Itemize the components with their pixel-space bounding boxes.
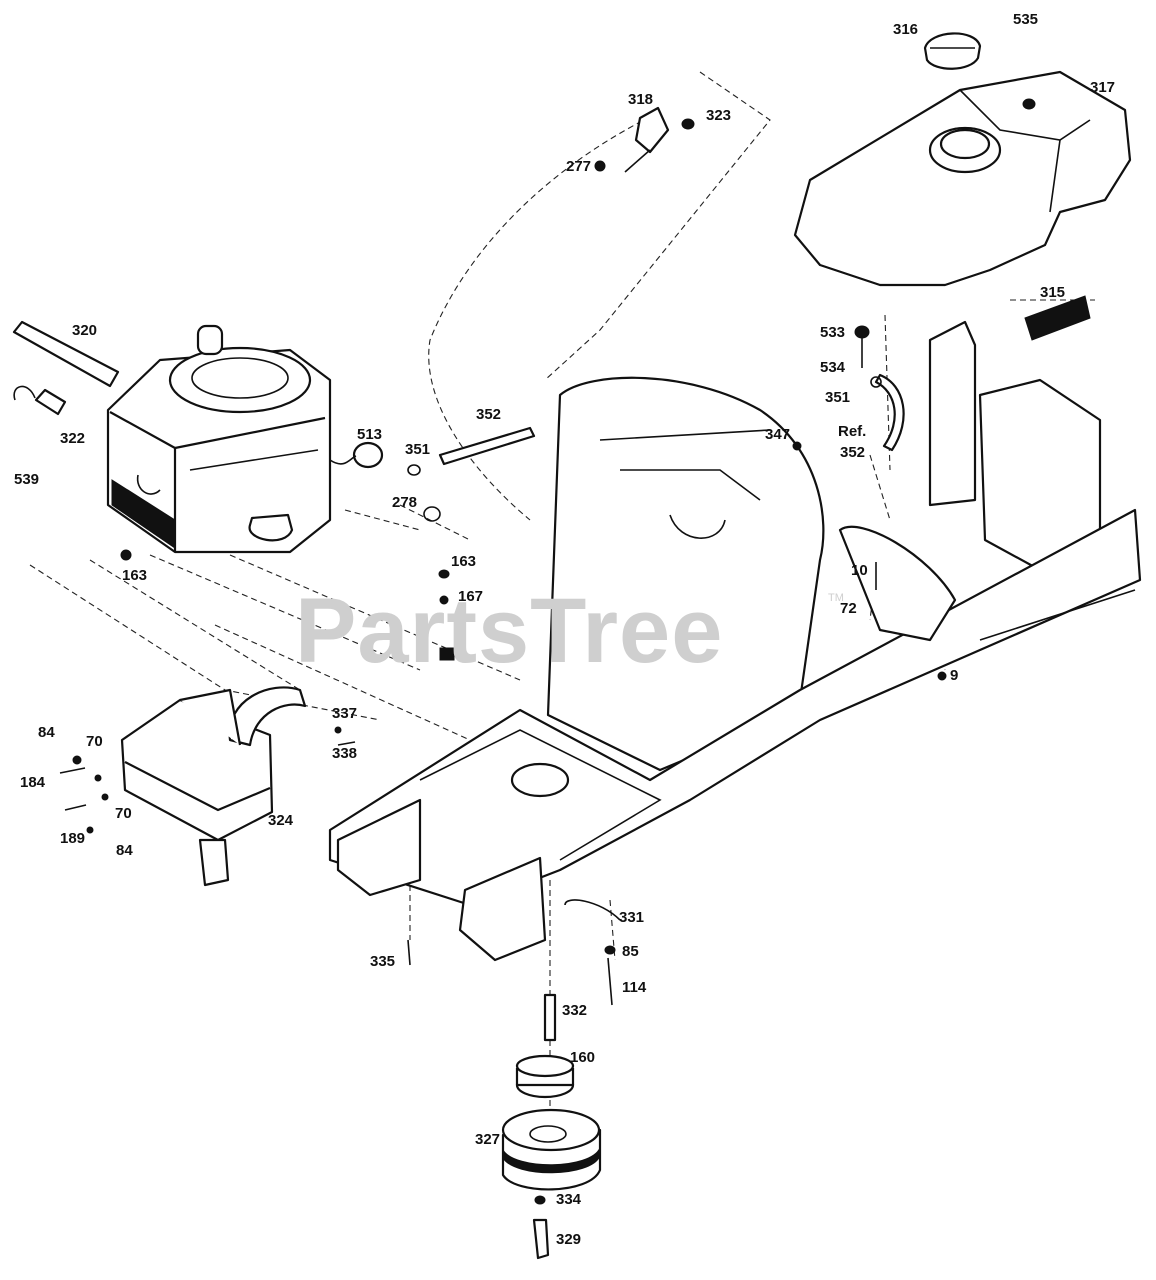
fuel-line-drawing bbox=[407, 373, 905, 522]
engine-drawing bbox=[106, 324, 332, 554]
tank-bracket-drawing bbox=[854, 295, 1102, 572]
callout-352-ref[interactable]: 352 bbox=[840, 444, 866, 461]
callout-189[interactable]: 189 bbox=[60, 830, 86, 847]
callout-320[interactable]: 320 bbox=[72, 322, 98, 339]
callout-337[interactable]: 337 bbox=[332, 705, 358, 722]
callout-332[interactable]: 332 bbox=[562, 1002, 588, 1019]
callout-84-bottom[interactable]: 84 bbox=[116, 842, 133, 859]
callout-535[interactable]: 535 bbox=[1013, 11, 1039, 28]
callout-534[interactable]: 534 bbox=[820, 359, 846, 376]
callout-533[interactable]: 533 bbox=[820, 324, 846, 341]
callout-513[interactable]: 513 bbox=[357, 426, 383, 443]
callout-9[interactable]: 9 bbox=[950, 667, 959, 684]
callout-334[interactable]: 334 bbox=[556, 1191, 582, 1208]
callout-184[interactable]: 184 bbox=[20, 774, 46, 791]
callout-351-right[interactable]: 351 bbox=[825, 389, 851, 406]
callout-72[interactable]: 72 bbox=[840, 600, 857, 617]
hardware-drawing bbox=[59, 441, 947, 1260]
callout-10[interactable]: 10 bbox=[851, 562, 868, 579]
watermark: PartsTree bbox=[295, 580, 724, 682]
callout-318[interactable]: 318 bbox=[628, 91, 654, 108]
callout-163-engine[interactable]: 163 bbox=[122, 567, 148, 584]
callout-323[interactable]: 323 bbox=[706, 107, 732, 124]
callout-539[interactable]: 539 bbox=[14, 471, 40, 488]
callout-347[interactable]: 347 bbox=[765, 426, 791, 443]
callout-324[interactable]: 324 bbox=[268, 812, 294, 829]
watermark-trademark: TM bbox=[828, 592, 844, 604]
fuel-tank-drawing bbox=[793, 70, 1132, 287]
callout-315[interactable]: 315 bbox=[1040, 284, 1066, 301]
callout-316[interactable]: 316 bbox=[893, 21, 919, 38]
callout-85[interactable]: 85 bbox=[622, 943, 639, 960]
callout-338[interactable]: 338 bbox=[332, 745, 358, 762]
fuel-cap-drawing bbox=[923, 32, 982, 70]
callout-167[interactable]: 167 bbox=[458, 588, 484, 605]
callout-ref[interactable]: Ref. bbox=[838, 423, 867, 440]
callout-329[interactable]: 329 bbox=[556, 1231, 582, 1248]
callout-84-top[interactable]: 84 bbox=[38, 724, 55, 741]
callout-317[interactable]: 317 bbox=[1090, 79, 1116, 96]
callout-322[interactable]: 322 bbox=[60, 430, 86, 447]
callout-70-bottom[interactable]: 70 bbox=[115, 805, 132, 822]
callout-351-left[interactable]: 351 bbox=[405, 441, 431, 458]
callout-352[interactable]: 352 bbox=[476, 406, 502, 423]
electric-clutch-drawing bbox=[501, 1108, 602, 1191]
callout-331[interactable]: 331 bbox=[619, 909, 645, 926]
callout-160[interactable]: 160 bbox=[570, 1049, 596, 1066]
callout-277[interactable]: 277 bbox=[566, 158, 592, 175]
callout-70-top[interactable]: 70 bbox=[86, 733, 103, 750]
callout-278[interactable]: 278 bbox=[392, 494, 418, 511]
spark-plug-drawing bbox=[13, 385, 67, 416]
throttle-bracket-drawing bbox=[594, 106, 695, 173]
callout-114[interactable]: 114 bbox=[622, 979, 647, 996]
callout-327[interactable]: 327 bbox=[475, 1131, 501, 1148]
frame-drawing bbox=[328, 508, 1142, 962]
dipstick-tube-drawing bbox=[12, 320, 120, 388]
callout-163-frame[interactable]: 163 bbox=[451, 553, 477, 570]
muffler-drawing bbox=[120, 686, 307, 887]
pulley-drawing bbox=[515, 1054, 575, 1099]
fuel-filter-drawing bbox=[329, 441, 384, 469]
callout-335[interactable]: 335 bbox=[370, 953, 396, 970]
